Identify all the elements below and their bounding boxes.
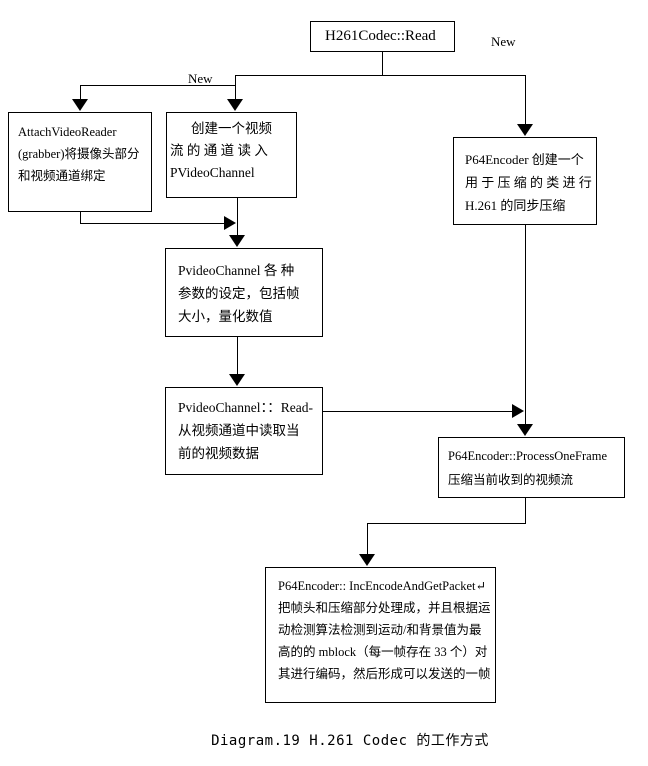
node-label: 和视频通道绑定 [18, 169, 106, 183]
node-label: 从视频通道中读取当 [178, 423, 300, 438]
connector-attach-out [80, 212, 81, 223]
connector-to-incencode [367, 523, 368, 555]
node-label: 把帧头和压缩部分处理成，并且根据运 [278, 601, 491, 615]
node-label: P64Encoder 创建一个 [465, 152, 584, 167]
node-label: 其进行编码，然后形成可以发送的一帧 [278, 667, 491, 681]
arrowhead-into-channel-read [229, 374, 245, 386]
node-pvideochannel-read: PvideoChannel：：Read- 从视频通道中读取当 前的视频数据 [165, 387, 323, 475]
connector-read-down [382, 52, 383, 75]
connector-main-horizontal [235, 75, 526, 76]
diagram-caption: Diagram.19 H.261 Codec 的工作方式 [211, 733, 489, 749]
node-attach-video-reader: AttachVideoReader (grabber)将摄像头部分 和视频通道绑… [8, 112, 152, 212]
node-label: PvideoChannel 各 种 [178, 263, 295, 278]
arrowhead-attach-junction [224, 216, 236, 230]
connector-create-to-params [237, 198, 238, 236]
node-label: P64Encoder:: IncEncodeAndGetPacket↵ [278, 579, 486, 593]
node-label: 动检测算法检测到运动/和背景值为最 [278, 623, 482, 637]
node-label: H.261 的同步压缩 [465, 198, 566, 213]
connector-params-to-read [237, 337, 238, 375]
node-label: 高的的 mblock（每一帧存在 33 个）对 [278, 645, 488, 659]
node-label: 参数的设定，包括帧 [178, 286, 300, 301]
node-label: 压缩当前收到的视频流 [448, 473, 574, 487]
node-h261codec-read: H261Codec::Read [310, 21, 455, 52]
connector-p64create-to-process [525, 225, 526, 425]
connector-process-elbow [367, 523, 526, 524]
edge-label-new-left: New [188, 71, 213, 86]
node-pvideochannel-params: PvideoChannel 各 种 参数的设定，包括帧 大小，量化数值 [165, 248, 323, 337]
arrowhead-into-p64create [517, 124, 533, 136]
node-label: 流 的 通 道 读 入 [170, 143, 268, 158]
connector-to-attach [80, 85, 81, 100]
arrowhead-into-attach [72, 99, 88, 111]
node-label: 前的视频数据 [178, 446, 259, 461]
node-label: H261Codec::Read [325, 28, 436, 44]
connector-read-to-process [323, 411, 513, 412]
node-label: PVideoChannel [170, 165, 255, 180]
connector-left-branch [80, 85, 236, 86]
connector-attach-to-junction [80, 223, 225, 224]
arrowhead-into-process [517, 424, 533, 436]
connector-process-out [525, 498, 526, 524]
arrowhead-into-create-channel [227, 99, 243, 111]
node-create-video-channel: 创建一个视频 流 的 通 道 读 入 PVideoChannel [166, 112, 297, 198]
node-label: 大小，量化数值 [178, 309, 273, 324]
node-process-one-frame: P64Encoder::ProcessOneFrame 压缩当前收到的视频流 [438, 437, 625, 498]
node-label: (grabber)将摄像头部分 [18, 147, 140, 161]
edge-label-new-right: New [491, 34, 516, 49]
node-label: PvideoChannel：：Read- [178, 400, 313, 415]
node-inc-encode-get-packet: P64Encoder:: IncEncodeAndGetPacket↵ 把帧头和… [265, 567, 496, 703]
node-label: AttachVideoReader [18, 125, 117, 139]
node-label: P64Encoder::ProcessOneFrame [448, 449, 607, 463]
arrowhead-into-incencode [359, 554, 375, 566]
node-label: 创建一个视频 [191, 121, 272, 136]
connector-to-p64create [525, 75, 526, 125]
connector-to-create-channel [235, 75, 236, 100]
arrowhead-read-junction [512, 404, 524, 418]
arrowhead-into-params [229, 235, 245, 247]
node-p64encoder-create: P64Encoder 创建一个 用 于 压 缩 的 类 进 行 H.261 的同… [453, 137, 597, 225]
node-label: 用 于 压 缩 的 类 进 行 [465, 175, 592, 190]
